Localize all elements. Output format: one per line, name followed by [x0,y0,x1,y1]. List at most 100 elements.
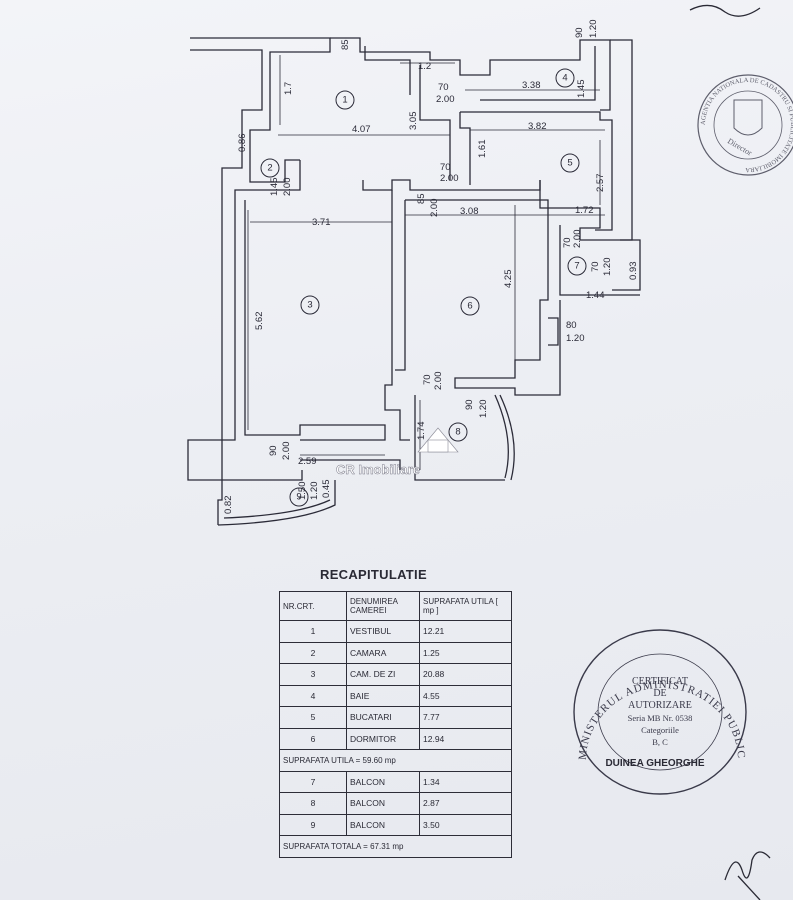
cadastre-stamp-inner: Director [726,136,754,157]
balcony-arc [217,480,336,526]
room-marker [289,487,309,507]
wall [190,37,331,183]
wall [405,199,561,396]
cell-nr: 8 [279,792,347,815]
balcony-arc [494,394,509,479]
cell-name: BUCATARI [346,706,420,729]
certificate-holder-name: DUINEA GHEORGHE [605,758,704,769]
certificate-line: DE [653,688,666,699]
dimension-label: 0.82 [223,496,234,515]
room-number: 5 [567,158,572,169]
dimension-label: 2.00 [281,442,292,461]
dimension-label: 1.2 [418,61,431,72]
wall [459,112,471,185]
room-number: 3 [307,300,312,311]
dimension-label: 90 [574,27,585,38]
dimension-label: 5.62 [254,312,265,331]
recap-table: NR.CRT. DENUMIREA CAMEREI SUPRAFATA UTIL… [279,591,512,858]
dimension-label: 3.82 [528,121,547,132]
cell-name: DORMITOR [346,727,420,750]
table-row: 7 BALCON 1.34 [279,770,512,793]
header-area: SUPRAFATA UTILA [ mp ] [419,591,512,621]
wall [362,179,541,191]
dimension-label: 4.07 [352,124,371,135]
room-marker [335,90,355,110]
dimension-label: 1.20 [566,333,585,344]
cell-nr: 9 [279,813,347,836]
cell-name: CAM. DE ZI [346,663,420,686]
cell-area: 3.50 [419,813,512,836]
cell-area: 2.87 [419,792,512,815]
wall [539,180,641,291]
wall [548,317,559,346]
watermark-logo [417,427,459,453]
table-row: 8 BALCON 2.87 [279,792,512,815]
cell-area: 7.77 [419,706,512,729]
room-marker [560,153,580,173]
table-row: 6 DORMITOR 12.94 [279,727,512,750]
dimension-label: 1.45 [576,80,587,99]
dimension-label: 90 [464,399,475,410]
cell-area: 12.94 [419,727,512,750]
wall [384,190,410,441]
dimension-label: 70 [440,162,451,173]
dimension-label: 1.7 [283,82,294,95]
dimension-label: 1.20 [602,258,613,277]
dimension-label: 3.71 [312,217,331,228]
room-marker [460,296,480,316]
dimension-label: 1.20 [478,400,489,419]
dimension-label: 1.20 [309,482,320,501]
wall [395,200,406,371]
dimension-label: 3.08 [460,206,479,217]
room-number: 6 [467,301,472,312]
balcony-arc [499,394,515,481]
room-marker [448,422,468,442]
wall [244,200,386,441]
room-number: 1 [342,95,347,106]
header-nr: NR.CRT. [279,591,347,621]
table-row: 3 CAM. DE ZI 20.88 [279,663,512,686]
dimension-label: 70 [590,261,601,272]
wall [190,49,263,196]
dimension-label: 70 [422,374,433,385]
table-row: 9 BALCON 3.50 [279,813,512,836]
dimension-label: 2.00 [433,372,444,391]
subtotal-row: SUPRAFATA UTILA = 59.60 mp [279,749,512,772]
cell-nr: 1 [279,620,347,643]
dimension-label: 1.20 [588,20,599,39]
room-marker [555,68,575,88]
wall [610,39,633,241]
table-row: 1 VESTIBUL 12.21 [279,620,512,643]
dimension-label: 1.50 [297,482,308,501]
room-marker [300,295,320,315]
cell-nr: 2 [279,641,347,664]
cell-nr: 4 [279,684,347,707]
cell-name: BAIE [346,684,420,707]
watermark-text: CR Imobiliare [336,462,420,477]
dimension-label: 0.45 [321,480,332,499]
certificate-line: Categoriile [641,725,679,735]
room-number: 4 [562,73,567,84]
dimension-label: 80 [566,320,577,331]
dimension-label: 2.00 [440,173,459,184]
wall [364,46,411,95]
wall [460,111,613,231]
dimension-label: 3.38 [522,80,541,91]
dimension-label: 2.57 [595,174,606,193]
wall [300,459,401,470]
cell-nr: 3 [279,663,347,686]
header-name: DENUMIREA CAMEREI [346,591,420,621]
room-marker [260,158,280,178]
dimension-label: 0.86 [237,134,248,153]
dimension-label: 70 [438,82,449,93]
wall [414,395,505,481]
room-marker [567,256,587,276]
dimension-label: 3.05 [408,112,419,131]
total-row: SUPRAFATA TOTALA = 67.31 mp [279,835,512,858]
dimension-label: 1.74 [416,422,427,441]
cell-area: 12.21 [419,620,512,643]
balcony-arc [223,499,331,519]
dimension-label: 2.00 [282,178,293,197]
cell-name: BALCON [346,792,420,815]
cell-area: 4.55 [419,684,512,707]
